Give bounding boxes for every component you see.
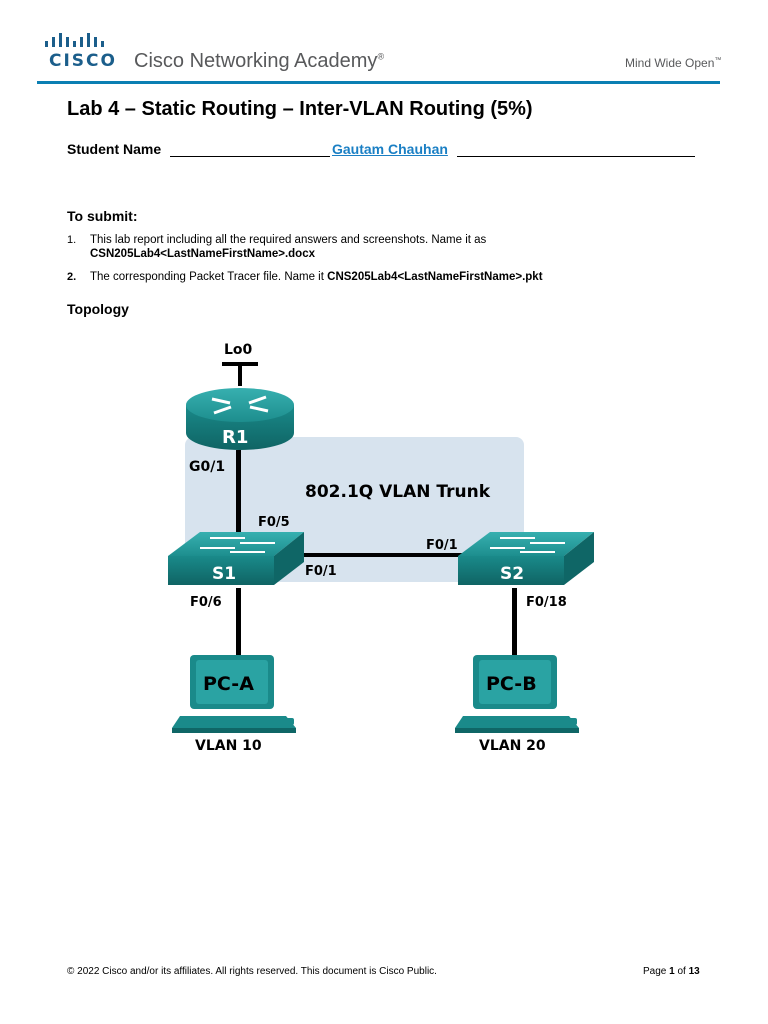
page-title: Lab 4 – Static Routing – Inter-VLAN Rout… <box>67 98 533 120</box>
student-name-row: Student Name Gautam Chauhan <box>67 141 707 161</box>
pc-a-icon <box>172 655 296 733</box>
footer-page-number: Page 1 of 13 <box>643 966 700 977</box>
topology-heading: Topology <box>67 301 129 317</box>
list-item-2-text: The corresponding Packet Tracer file. Na… <box>90 271 328 283</box>
tagline-text: Mind Wide Open <box>625 56 715 70</box>
cisco-wordmark: CISCO <box>49 51 117 71</box>
list-item-2: The corresponding Packet Tracer file. Na… <box>90 270 710 284</box>
tagline: Mind Wide Open™ <box>625 56 721 70</box>
list-item-2-filename: CNS205Lab4<LastNameFirstName>.pkt <box>327 271 543 283</box>
s2-pcb-cable <box>512 588 517 658</box>
router-r1-icon <box>186 388 294 450</box>
vlan20-label: VLAN 20 <box>479 738 546 754</box>
list-number-1: 1. <box>67 234 77 246</box>
s1-pca-cable <box>236 588 241 658</box>
page-total: 13 <box>688 966 700 977</box>
of-word: of <box>677 966 686 977</box>
s1-f05-label: F0/5 <box>258 515 290 530</box>
list-item-1-filename: CSN205Lab4<LastNameFirstName>.docx <box>90 248 315 260</box>
r1-label: R1 <box>222 427 248 448</box>
page-current: 1 <box>669 966 675 977</box>
s2-f018-label: F0/18 <box>526 595 567 610</box>
topology-diagram: Lo0 R1 G0/1 802.1Q VLAN Trunk S1 F0/5 F0… <box>168 342 594 754</box>
s2-f01-label: F0/1 <box>426 538 458 553</box>
academy-name: Cisco Networking Academy® <box>134 50 384 73</box>
switch-s2-icon <box>458 532 594 585</box>
student-name-value[interactable]: Gautam Chauhan <box>332 141 448 157</box>
header-divider <box>37 81 720 84</box>
academy-name-text: Cisco Networking Academy <box>134 50 378 72</box>
list-item-1-text: This lab report including all the requir… <box>90 234 487 246</box>
registered-mark: ® <box>377 51 385 62</box>
s1-s2-cable <box>300 553 462 557</box>
g01-label: G0/1 <box>189 459 225 475</box>
s1-label: S1 <box>212 564 236 584</box>
s1-f01-label: F0/1 <box>305 564 337 579</box>
s1-f06-label: F0/6 <box>190 595 222 610</box>
name-underline-left <box>170 156 330 157</box>
vlan10-label: VLAN 10 <box>195 738 262 754</box>
pcb-label: PC-B <box>486 673 537 695</box>
tagline-mark: ™ <box>714 57 722 64</box>
student-name-label: Student Name <box>67 141 162 157</box>
pca-label: PC-A <box>203 673 254 695</box>
pc-b-icon <box>455 655 579 733</box>
list-number-2: 2. <box>67 271 77 283</box>
footer-copyright: © 2022 Cisco and/or its affiliates. All … <box>67 966 437 977</box>
page-word: Page <box>643 966 667 977</box>
s2-label: S2 <box>500 564 524 584</box>
cisco-bridge-icon <box>45 33 104 47</box>
name-underline-right <box>457 156 695 157</box>
switch-s1-icon <box>168 532 304 585</box>
to-submit-heading: To submit: <box>67 208 138 224</box>
lo0-stem <box>238 364 242 386</box>
r1-s1-cable <box>236 450 241 535</box>
lo0-label: Lo0 <box>224 342 253 358</box>
trunk-label: 802.1Q VLAN Trunk <box>305 482 491 502</box>
list-item-1: This lab report including all the requir… <box>90 233 690 261</box>
